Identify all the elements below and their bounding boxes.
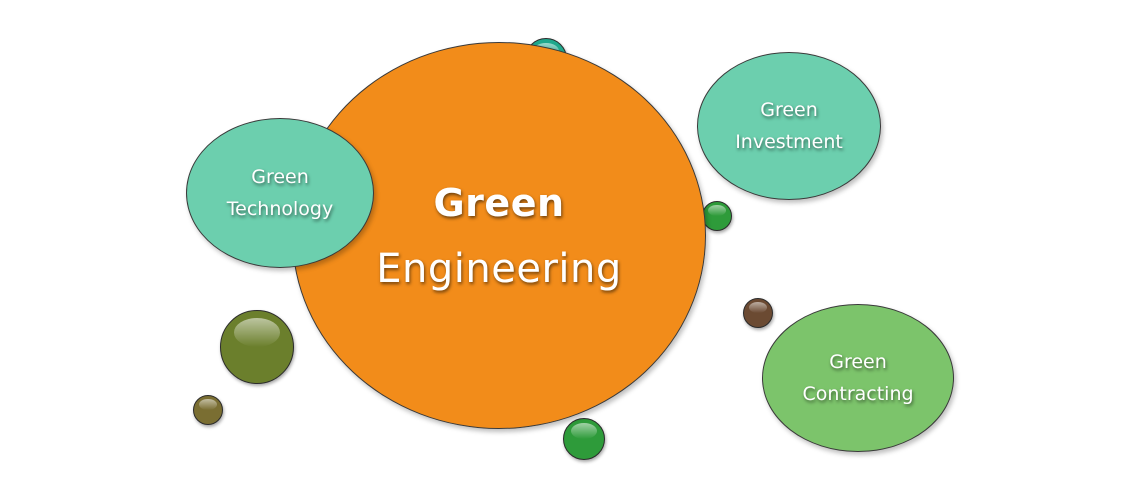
decorative-dot-olive [220,310,294,384]
satellite-bubble-technology: Green Technology [186,118,374,268]
decorative-dot-green [702,201,732,231]
satellite-line2: Contracting [802,383,914,405]
center-bubble-line2: Engineering [376,245,622,292]
decorative-dot-green [563,418,605,460]
center-bubble-line1: Green [433,180,565,225]
satellite-line1: Green [760,99,818,121]
satellite-bubble-investment: Green Investment [697,52,881,200]
center-bubble: Green Engineering [292,42,706,429]
satellite-line1: Green [829,351,887,373]
decorative-dot-khaki [193,395,223,425]
satellite-line2: Technology [226,198,334,220]
satellite-line1: Green [251,166,309,188]
satellite-bubble-contracting: Green Contracting [762,304,954,452]
satellite-line2: Investment [735,131,843,153]
decorative-dot-brown [743,298,773,328]
